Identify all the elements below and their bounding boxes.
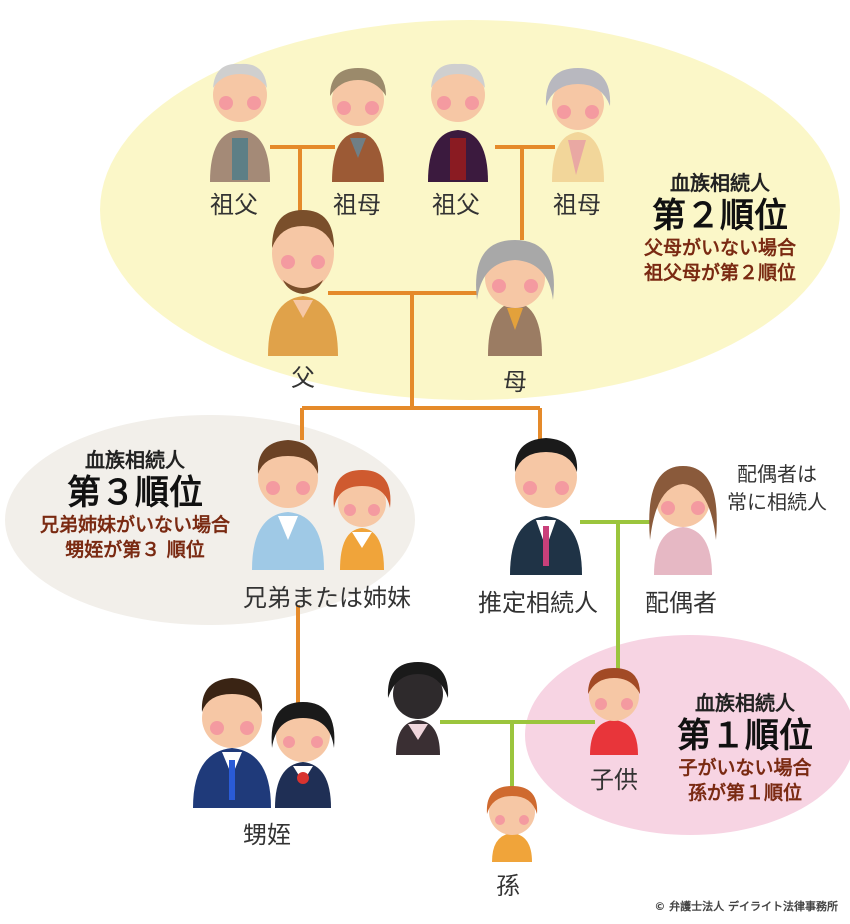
maternal-grandmother-label: 祖母 xyxy=(553,191,601,219)
orange-lines xyxy=(270,145,555,705)
paternal-grandfather-label: 祖父 xyxy=(210,191,258,219)
third-rank-annotation: 血族相続人 第３順位 兄弟姉妹がいない場合 甥姪が第３ 順位 xyxy=(5,447,265,563)
mother-label: 母 xyxy=(503,368,527,396)
brother-figure xyxy=(252,440,324,570)
paternal-grandmother-figure xyxy=(330,68,386,182)
second-rank-line2: 祖父母が第２順位 xyxy=(643,262,796,284)
child-partner-figure xyxy=(387,662,449,755)
third-rank-title: 血族相続人 xyxy=(85,448,185,472)
nephews-nieces-label: 甥姪 xyxy=(243,821,291,849)
spouse-figure xyxy=(649,466,717,575)
spouse-note-line2: 常に相続人 xyxy=(727,490,827,514)
second-rank-title: 血族相続人 xyxy=(670,171,770,195)
maternal-grandfather-figure xyxy=(428,63,488,182)
maternal-grandmother-figure xyxy=(545,68,611,182)
grandchild-figure xyxy=(486,786,538,862)
father-label: 父 xyxy=(291,364,315,392)
niece-figure xyxy=(271,702,335,808)
spouse-note-line1: 配偶者は xyxy=(737,462,817,486)
second-rank-line1: 父母がいない場合 xyxy=(643,237,796,259)
paternal-grandfather-figure xyxy=(210,63,270,182)
first-rank-rank: 第１順位 xyxy=(677,716,813,756)
second-rank-annotation: 血族相続人 第２順位 父母がいない場合 祖父母が第２順位 xyxy=(610,170,830,286)
spouse-note: 配偶者は 常に相続人 xyxy=(712,460,842,516)
siblings-label: 兄弟または姉妹 xyxy=(243,584,411,612)
child-figure xyxy=(588,668,640,755)
first-rank-title: 血族相続人 xyxy=(695,691,795,715)
first-rank-line1: 子がいない場合 xyxy=(678,757,812,779)
child-label: 子供 xyxy=(590,766,638,794)
sister-figure xyxy=(333,470,391,570)
third-rank-line2: 甥姪が第３ 順位 xyxy=(65,539,205,561)
third-rank-rank: 第３順位 xyxy=(67,473,203,513)
second-rank-rank: 第２順位 xyxy=(652,196,788,236)
green-lines xyxy=(440,520,650,790)
spouse-label: 配偶者 xyxy=(645,589,717,617)
maternal-grandfather-label: 祖父 xyxy=(432,191,480,219)
paternal-grandmother-label: 祖母 xyxy=(333,191,381,219)
nephew-figure xyxy=(193,678,271,808)
decedent-figure xyxy=(510,438,582,575)
first-rank-annotation: 血族相続人 第１順位 子がいない場合 孫が第１順位 xyxy=(645,690,845,806)
grandchild-label: 孫 xyxy=(496,872,520,900)
third-rank-line1: 兄弟姉妹がいない場合 xyxy=(39,514,230,536)
mother-figure xyxy=(476,240,554,356)
decedent-label: 推定相続人 xyxy=(478,589,598,617)
first-rank-line2: 孫が第１順位 xyxy=(687,782,802,804)
copyright-text: © 弁護士法人 デイライト法律事務所 xyxy=(654,900,838,913)
father-figure xyxy=(268,210,338,356)
